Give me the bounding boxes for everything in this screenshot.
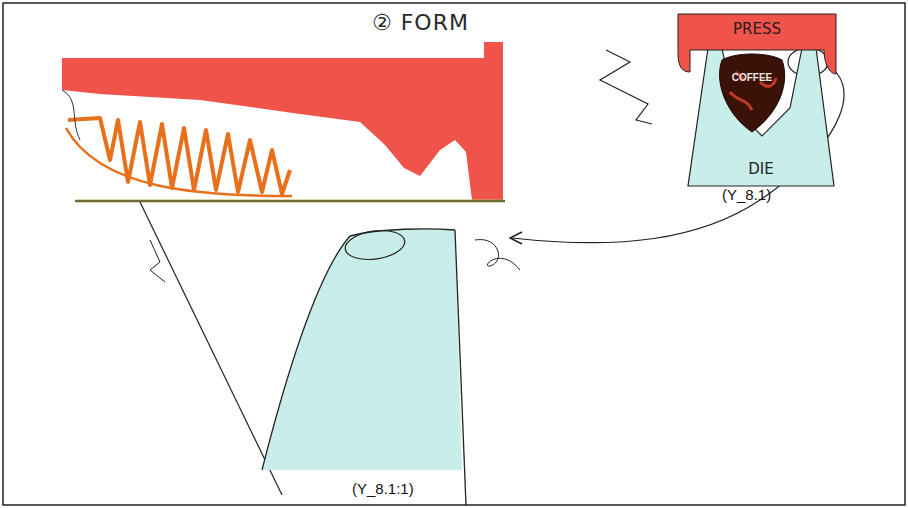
node-text: PRESS bbox=[678, 20, 836, 38]
sketch-stroke bbox=[62, 90, 80, 140]
press-block: PRESS bbox=[678, 14, 836, 76]
break-mark bbox=[600, 50, 652, 124]
view-label: (Y_8.1:1) bbox=[352, 480, 414, 497]
hatch-outline bbox=[66, 128, 292, 196]
die-detail bbox=[262, 229, 462, 470]
node-outline bbox=[716, 52, 788, 134]
die-outline bbox=[455, 230, 466, 505]
detail-circle bbox=[343, 227, 406, 263]
parting-line bbox=[75, 200, 505, 203]
view-label: (Y_8.1) bbox=[722, 186, 771, 203]
sketch-scribble bbox=[475, 240, 520, 270]
page-frame bbox=[3, 3, 905, 505]
press-section bbox=[62, 42, 503, 200]
node-text: DIE bbox=[688, 160, 834, 178]
die-shape bbox=[688, 48, 834, 186]
coffee-charge: COFFEE bbox=[716, 52, 788, 134]
construction-line bbox=[140, 202, 282, 495]
parting-line bbox=[75, 201, 505, 202]
break-mark bbox=[150, 240, 165, 282]
die-outline bbox=[262, 229, 455, 470]
leader-arrowhead bbox=[510, 232, 522, 244]
node-text: COFFEE bbox=[716, 72, 788, 83]
orange-hatching bbox=[68, 118, 290, 194]
sketch-title: ② FORM bbox=[372, 10, 469, 35]
